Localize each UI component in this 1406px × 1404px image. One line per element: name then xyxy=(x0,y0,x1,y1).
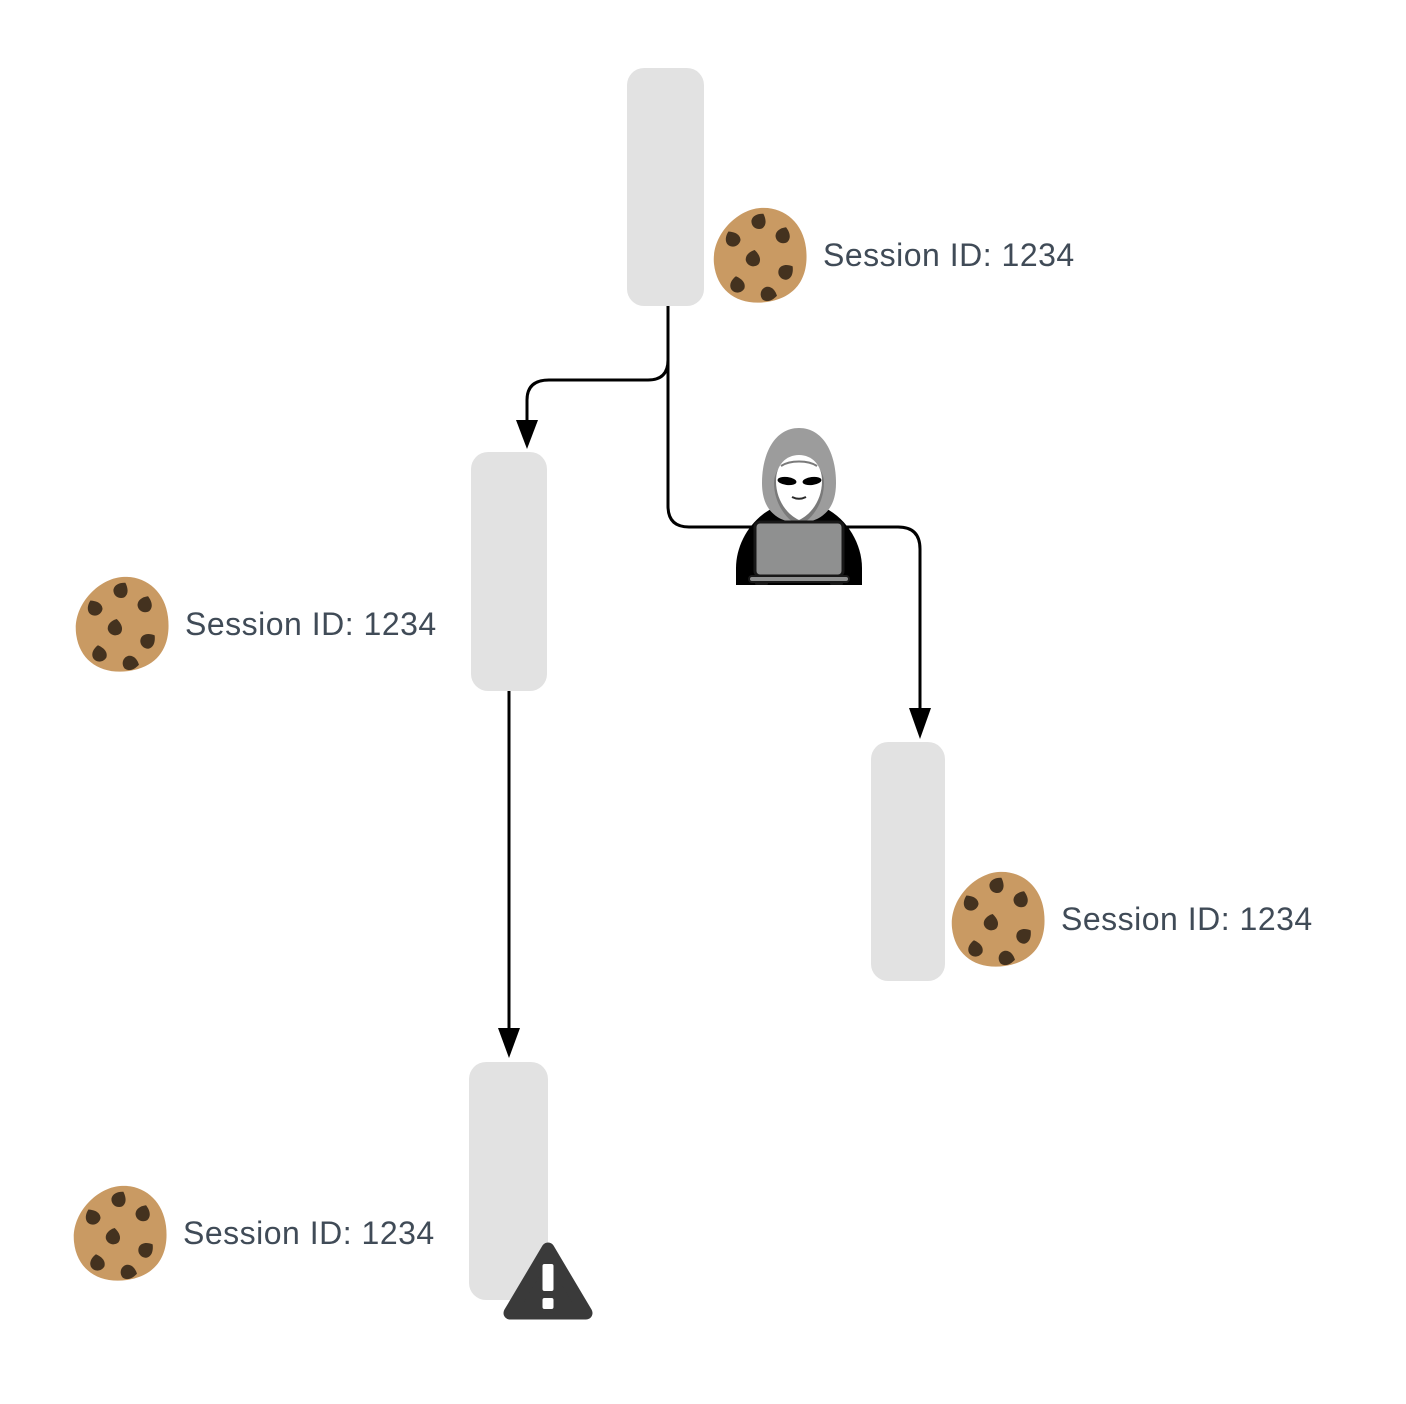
annotation-middle-left: Session ID: 1234 xyxy=(72,574,437,674)
node-attacker-session xyxy=(871,742,945,981)
session-id-label: Session ID: 1234 xyxy=(183,1214,435,1251)
node-client-legitimate xyxy=(471,452,547,691)
session-id-label: Session ID: 1234 xyxy=(185,605,437,642)
cookie-icon xyxy=(948,869,1048,969)
annotation-bottom-left: Session ID: 1234 xyxy=(70,1183,435,1283)
cookie-icon xyxy=(72,574,172,674)
node-server-original xyxy=(627,68,704,306)
cookie-icon xyxy=(70,1183,170,1283)
arrowhead-right-node xyxy=(909,708,931,739)
session-id-label: Session ID: 1234 xyxy=(823,236,1075,273)
cookie-icon xyxy=(710,205,810,305)
arrowhead-bottom-node xyxy=(498,1028,520,1058)
annotation-top: Session ID: 1234 xyxy=(710,205,1075,305)
session-id-label: Session ID: 1234 xyxy=(1061,900,1313,937)
edge-top-to-left-node xyxy=(525,306,670,420)
hacker-icon xyxy=(736,428,862,585)
annotation-middle-right: Session ID: 1234 xyxy=(948,869,1313,969)
arrowhead-left-node xyxy=(516,420,538,449)
warning-icon xyxy=(503,1242,593,1320)
